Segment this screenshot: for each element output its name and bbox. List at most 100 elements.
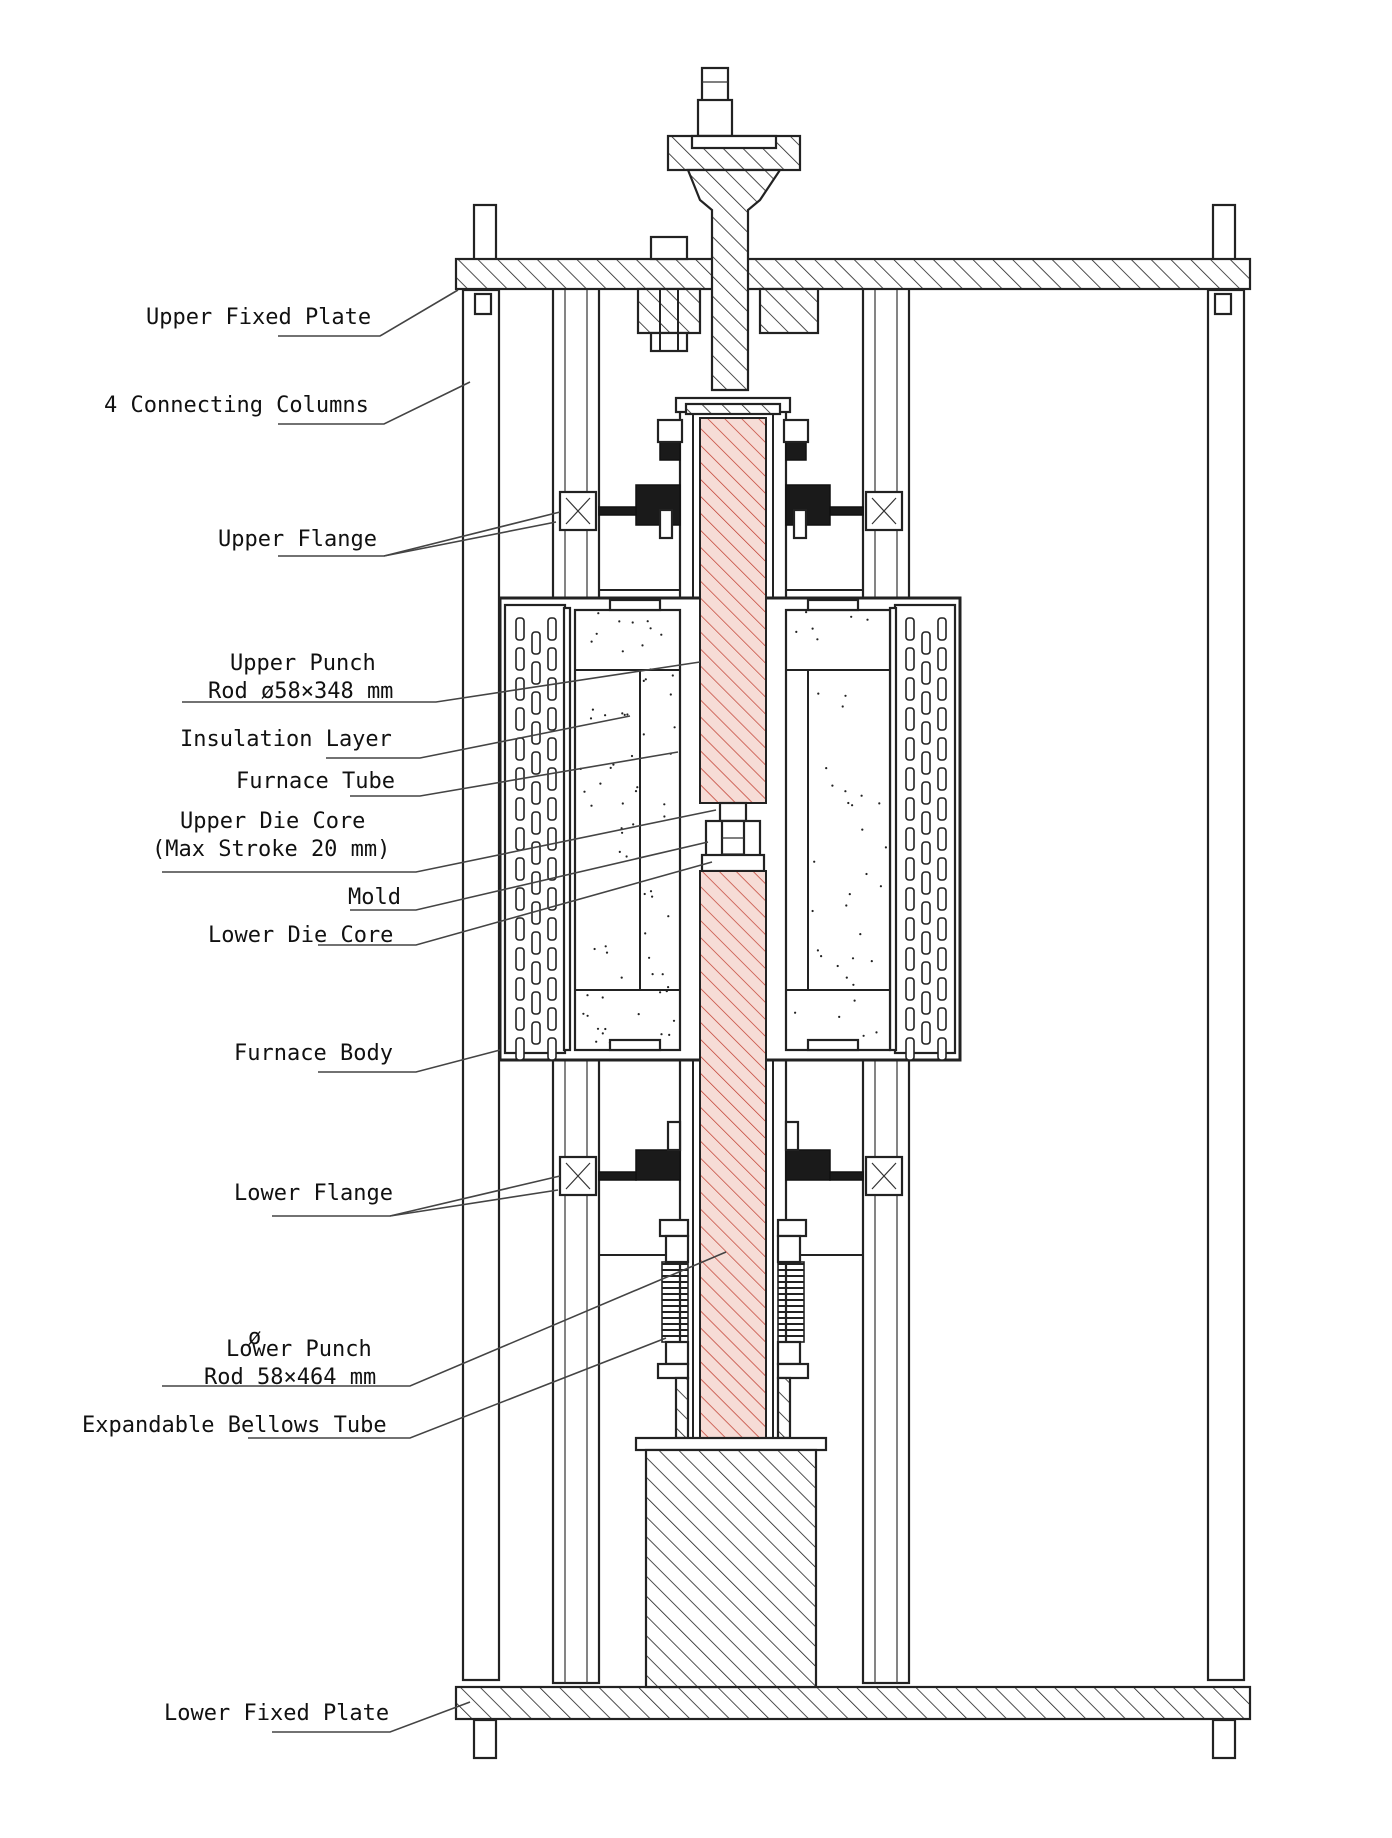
speckle	[586, 994, 589, 997]
heater-slot	[531, 901, 541, 925]
heater-slot	[531, 961, 541, 985]
speckle	[660, 1033, 663, 1036]
speckle	[621, 650, 624, 653]
heater-slot	[531, 751, 541, 775]
heater-slot	[921, 901, 931, 925]
heater-slot	[515, 947, 525, 971]
label-bellows-tube: Expandable Bellows Tube	[82, 1413, 387, 1438]
upper-flange-right	[785, 484, 831, 526]
speckle	[831, 784, 834, 787]
speckle	[850, 615, 853, 618]
speckle	[836, 964, 839, 968]
heater-slot	[905, 857, 915, 881]
speckle	[642, 679, 645, 683]
insulation-left	[573, 608, 682, 1052]
heater-slot	[937, 857, 947, 881]
heater-slot	[921, 781, 931, 805]
heater-slot	[937, 647, 947, 671]
speckle	[861, 828, 864, 831]
nut-top	[649, 235, 689, 261]
speckle	[583, 790, 586, 793]
nut-block-left	[636, 287, 702, 335]
speckle	[644, 932, 647, 935]
speckle	[844, 790, 847, 793]
upper-fixed-plate	[454, 257, 1252, 291]
heater-slot	[905, 617, 915, 641]
heater-slot	[937, 827, 947, 851]
speckle	[673, 726, 676, 729]
die-assembly	[700, 801, 766, 873]
speckle	[586, 1014, 589, 1017]
lower-flange-assembly	[558, 1120, 904, 1197]
label-upper-die-core-2: (Max Stroke 20 mm)	[152, 837, 390, 862]
speckle	[604, 945, 607, 948]
heater-slot	[921, 691, 931, 715]
screw-head	[686, 168, 783, 392]
bellows-assembly	[656, 1218, 810, 1440]
speckle	[862, 1034, 865, 1037]
label-lower-punch-rod-2: Rod 58×464 mm	[204, 1365, 376, 1390]
speckle	[879, 885, 883, 888]
speckle	[630, 754, 634, 758]
heater-slot	[515, 647, 525, 671]
speckle	[859, 933, 862, 936]
leader-lines	[162, 289, 727, 1733]
label-lower-fixed-plate: Lower Fixed Plate	[164, 1701, 389, 1726]
heater-slot	[905, 1037, 915, 1061]
speckle	[618, 850, 621, 854]
speckle	[853, 999, 856, 1002]
speckle	[643, 892, 646, 896]
speckle	[620, 976, 623, 979]
speckle	[626, 713, 629, 716]
label-furnace-tube: Furnace Tube	[236, 769, 395, 794]
heater-slot	[905, 647, 915, 671]
speckle	[844, 694, 847, 697]
heater-slot	[547, 977, 557, 1001]
speckle	[596, 1027, 600, 1030]
speckle	[651, 973, 654, 976]
label-upper-die-core-1: Upper Die Core	[180, 809, 365, 834]
speckle	[848, 893, 851, 896]
right-nut-square	[1213, 292, 1233, 316]
heater-slot	[905, 827, 915, 851]
heater-slot	[547, 797, 557, 821]
heater-slot	[937, 947, 947, 971]
speckle	[845, 904, 848, 907]
speckle	[667, 915, 670, 918]
speckle	[604, 714, 607, 717]
speckle	[621, 831, 624, 834]
speckle	[637, 1013, 640, 1016]
speckle	[589, 717, 593, 720]
heater-slot	[547, 1007, 557, 1031]
press-block	[644, 1448, 818, 1689]
speckle	[860, 794, 863, 797]
label-upper-flange: Upper Flange	[218, 527, 377, 552]
speckle	[636, 786, 639, 789]
heater-slot	[515, 977, 525, 1001]
speckle	[649, 627, 652, 630]
speckle	[817, 692, 820, 695]
speckle	[813, 860, 816, 863]
label-mold: Mold	[348, 885, 401, 910]
speckle	[665, 990, 668, 993]
speckle	[805, 611, 808, 614]
heater-slot	[547, 947, 557, 971]
labels: Upper Fixed Plate 4 Connecting Columns U…	[82, 305, 401, 1726]
heater-slot	[937, 707, 947, 731]
heater-slot	[905, 797, 915, 821]
top-screw-assembly	[636, 66, 820, 392]
speckle	[648, 956, 651, 959]
label-upper-punch-rod-1: Upper Punch	[230, 651, 376, 676]
heater-slot	[937, 1007, 947, 1031]
heater-slot	[547, 827, 557, 851]
label-upper-fixed-plate: Upper Fixed Plate	[146, 305, 371, 330]
heater-slot	[547, 737, 557, 761]
heater-slot	[937, 917, 947, 941]
speckle	[609, 766, 612, 770]
heater-slot	[547, 677, 557, 701]
heater-slot	[531, 721, 541, 745]
heater-slot	[921, 961, 931, 985]
speckle	[593, 947, 596, 951]
heater-slot	[921, 721, 931, 745]
speckle	[642, 733, 645, 736]
